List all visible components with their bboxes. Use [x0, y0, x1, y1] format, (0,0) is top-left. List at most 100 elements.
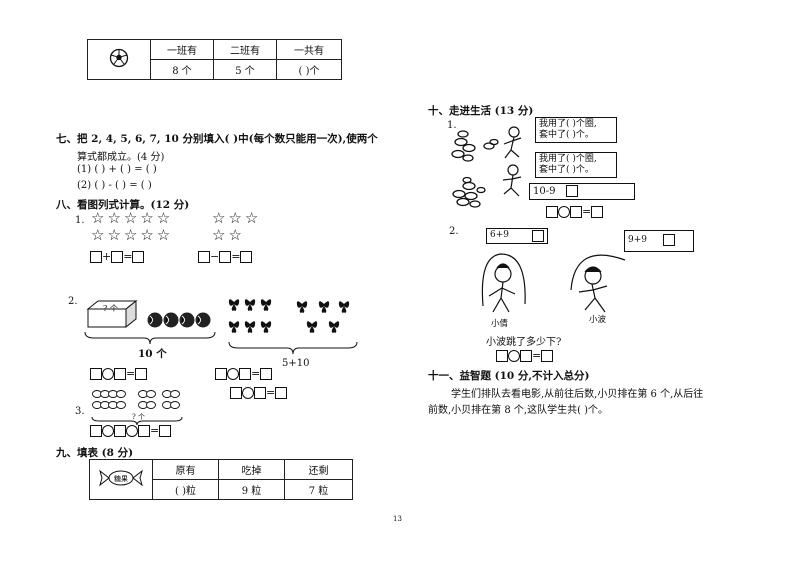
answer-addition-template: +=: [90, 250, 145, 263]
table-cell: 8 个: [150, 59, 214, 80]
answer-box[interactable]: [496, 350, 508, 362]
answer-template-3: =: [90, 424, 172, 437]
expression-text: 6+9: [490, 230, 509, 240]
answer-box[interactable]: [198, 251, 210, 263]
stars-row: ☆☆☆: [212, 209, 262, 227]
answer-box[interactable]: [260, 368, 273, 380]
question-number: 2.: [449, 226, 459, 237]
operator-circle[interactable]: [102, 368, 114, 380]
butterflies-illustration: [226, 294, 358, 342]
answer-box[interactable]: [520, 350, 532, 362]
question-number: 1.: [75, 215, 85, 226]
operator-circle[interactable]: [126, 425, 138, 437]
answer-box[interactable]: [219, 251, 232, 263]
box-illustration: [86, 299, 138, 333]
expression-text: 9+9: [628, 235, 647, 245]
answer-box[interactable]: [215, 368, 227, 380]
answer-box[interactable]: [90, 425, 102, 437]
section8-title: 八、看图列式计算。(12 分): [56, 199, 190, 211]
ball-count-table: 一班有 二班有 一共有 8 个 5 个 ( )个: [87, 39, 342, 80]
answer-box[interactable]: [591, 206, 604, 218]
stars-row: ☆☆☆☆☆: [91, 226, 174, 244]
answer-template-2a: =: [90, 367, 148, 380]
soccer-ball-icon: [87, 39, 151, 80]
bubble-text: 我用了( )个圈,: [539, 154, 597, 164]
answer-box[interactable]: [240, 251, 253, 263]
answer-subtraction-template: −=: [198, 250, 253, 263]
answer-box[interactable]: [254, 387, 266, 399]
ring-toss-illustration: [449, 124, 539, 220]
table-header: 原有: [152, 459, 219, 480]
bubble-text: 我用了( )个圈,: [539, 119, 597, 129]
puzzle-text-line1: 学生们排队去看电影,从前往后数,小贝排在第 6 个,从后往: [451, 389, 704, 400]
bubble-text: 套中了( )个。: [539, 130, 594, 140]
expression-text: 10-9: [533, 186, 556, 197]
answer-box[interactable]: [114, 368, 126, 380]
question-number: 1.: [447, 120, 457, 131]
section7-equation-2: (2) ( ) - ( ) = ( ): [77, 180, 152, 191]
brace-left: [84, 330, 216, 349]
brace-small-label: ? 个: [132, 413, 145, 421]
candies-illustration: [91, 389, 183, 415]
answer-box[interactable]: [546, 206, 558, 218]
brace-right: [228, 340, 358, 359]
speech-bubble-2: 我用了( )个圈, 套中了( )个。: [535, 152, 617, 178]
question-number: 2.: [68, 296, 78, 307]
answer-template-10-2: =: [496, 349, 554, 362]
operator-circle[interactable]: [227, 368, 239, 380]
answer-template-2b: =: [215, 367, 273, 380]
balls-illustration: [147, 311, 211, 333]
stars-group-left: ☆☆☆☆☆ ☆☆☆☆☆: [91, 210, 173, 244]
section7-title: 七、把 2, 4, 5, 6, 7, 10 分别填入( )中(每个数只能用一次)…: [56, 133, 378, 145]
answer-box[interactable]: [90, 251, 102, 263]
table-header: 一班有: [150, 39, 214, 60]
answer-box[interactable]: [239, 368, 251, 380]
section7-title-line2: 算式都成立。(4 分): [77, 152, 165, 163]
section7-equation-1: (1) ( ) + ( ) = ( ): [77, 164, 157, 175]
question-number: 3.: [75, 406, 85, 417]
expression-bar-1: 10-9: [529, 183, 635, 200]
answer-box[interactable]: [566, 185, 578, 197]
section10-title: 十、走进生活 (13 分): [428, 105, 534, 117]
answer-box[interactable]: [570, 206, 582, 218]
answer-box[interactable]: [132, 251, 145, 263]
stars-row: ☆☆: [212, 226, 245, 244]
table-header: 二班有: [213, 39, 277, 60]
answer-box[interactable]: [275, 387, 288, 399]
answer-box[interactable]: [541, 350, 554, 362]
answer-template-10-1: =: [546, 205, 604, 218]
name-label-right: 小波: [589, 315, 607, 325]
brace-label-right: 5+10: [282, 358, 310, 369]
operator-circle[interactable]: [508, 350, 520, 362]
table-header: 一共有: [276, 39, 342, 60]
answer-box[interactable]: [90, 368, 102, 380]
operator-circle[interactable]: [102, 425, 114, 437]
operator-circle[interactable]: [558, 206, 570, 218]
stars-group-right: ☆☆☆ ☆☆: [212, 210, 261, 244]
candy-icon-cell: 糖果: [89, 459, 153, 500]
answer-box[interactable]: [114, 425, 126, 437]
table-header: 还剩: [284, 459, 353, 480]
stars-row: ☆☆☆☆☆: [91, 209, 174, 227]
puzzle-text-line2: 前数,小贝排在第 8 个,这队学生共( )个。: [428, 405, 609, 416]
answer-box[interactable]: [230, 387, 242, 399]
count-bubble-left: 6+9: [486, 228, 548, 244]
bubble-text: 套中了( )个。: [539, 165, 594, 175]
answer-box[interactable]: [135, 368, 148, 380]
brace-small: [91, 411, 183, 430]
answer-box[interactable]: [532, 230, 544, 242]
answer-box[interactable]: [159, 425, 172, 437]
answer-template-2c: =: [230, 386, 288, 399]
section11-title: 十一、益智题 (10 分,不计入总分): [428, 370, 590, 382]
table-cell: ( )粒: [152, 479, 219, 500]
table-cell: ( )个: [276, 59, 342, 80]
section9-title: 九、填表 (8 分): [56, 447, 134, 459]
answer-box[interactable]: [138, 425, 150, 437]
brace-label-left: 10 个: [138, 348, 167, 360]
answer-box[interactable]: [663, 234, 675, 246]
operator-circle[interactable]: [242, 387, 254, 399]
answer-box[interactable]: [111, 251, 124, 263]
speech-bubble-1: 我用了( )个圈, 套中了( )个。: [535, 117, 617, 143]
table-cell: 9 粒: [218, 479, 285, 500]
candy-label: 糖果: [114, 474, 128, 483]
